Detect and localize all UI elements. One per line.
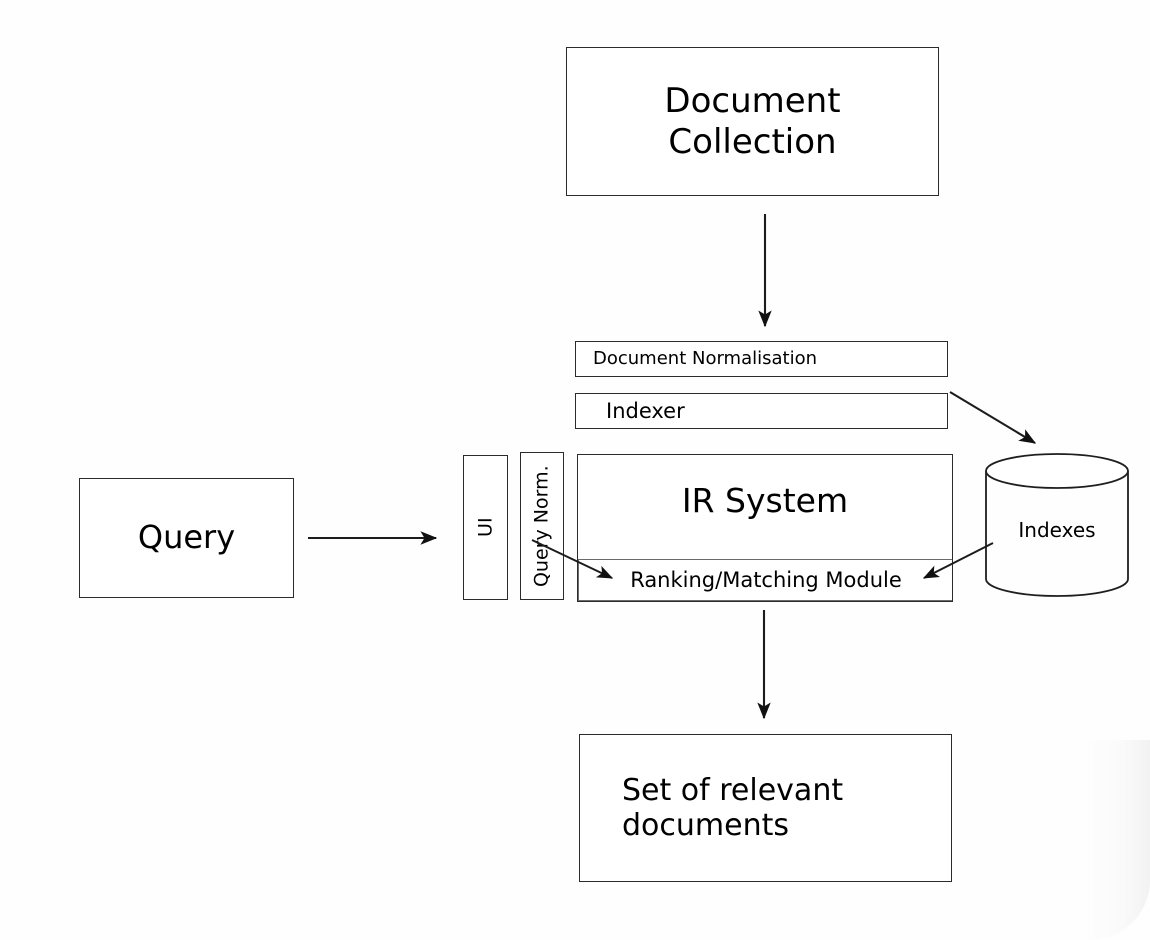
query-label: Query [137,518,236,557]
node-indexes-database[interactable]: Indexes [983,452,1131,600]
node-document-collection[interactable]: Document Collection [566,47,939,196]
ranking-matching-module-label: Ranking/Matching Module [630,567,902,592]
node-document-normalisation[interactable]: Document Normalisation [575,341,948,377]
node-query[interactable]: Query [79,478,294,598]
indexes-label: Indexes [1018,518,1096,542]
ui-label: UI [474,517,497,538]
node-set-of-relevant-documents[interactable]: Set of relevant documents [579,734,952,882]
node-query-normalisation[interactable]: Query Norm. [520,452,564,600]
document-collection-label: Document Collection [664,81,841,162]
ir-system-label: IR System [681,481,849,520]
page-edge-shading [1080,740,1150,940]
indexer-label: Indexer [606,398,685,423]
query-normalisation-label: Query Norm. [530,465,553,587]
set-of-relevant-documents-label: Set of relevant documents [622,772,844,843]
node-ranking-matching-module[interactable]: Ranking/Matching Module [578,559,952,601]
edge-indexer-to-indexes [949,391,1037,444]
node-ir-system[interactable]: IR System Ranking/Matching Module [577,454,953,602]
cylinder-shape [985,453,1129,597]
node-indexer[interactable]: Indexer [575,393,948,429]
node-ui[interactable]: UI [463,455,508,600]
document-normalisation-label: Document Normalisation [593,348,817,370]
